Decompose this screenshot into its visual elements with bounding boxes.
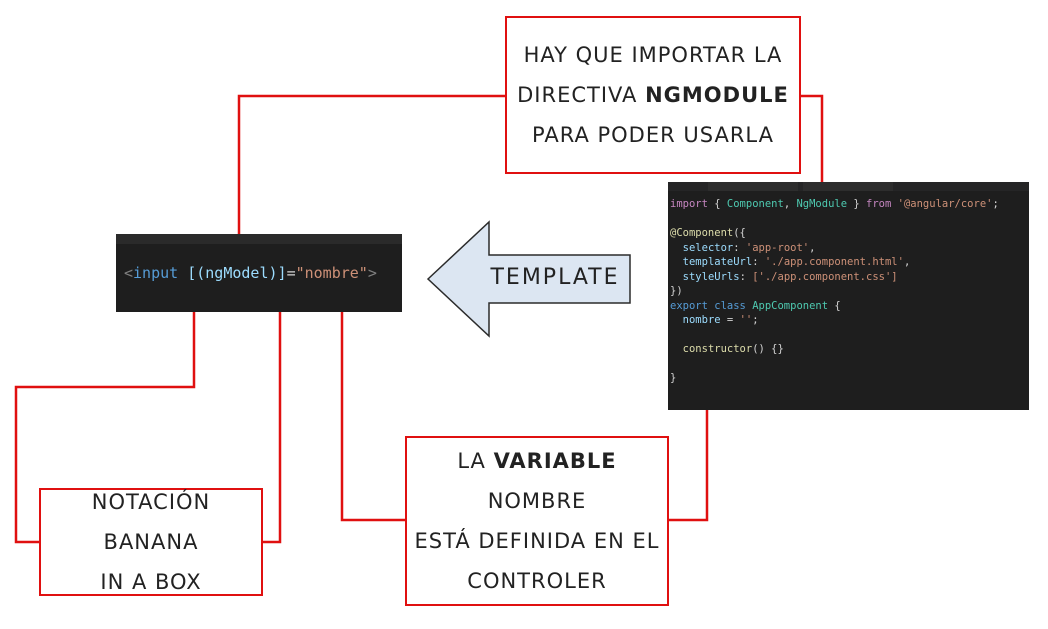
callout-bold-variable: variable [493, 449, 617, 473]
code-punct: } [670, 372, 677, 384]
template-arrow-label: Template [490, 265, 620, 290]
ngmodel-binding: [(ngModel)] [187, 264, 287, 282]
code-selector-key: selector [682, 241, 734, 254]
callout-text: la [457, 449, 494, 473]
code-punct: ({ [733, 227, 746, 239]
callout-line: la variable nombre [407, 441, 667, 521]
code-punct: }) [670, 285, 683, 297]
binding-value: "nombre" [295, 264, 368, 282]
tag-name: input [133, 264, 179, 282]
component-code-panel: import { Component, NgModule } from '@an… [668, 182, 1029, 410]
tag-close-bracket: > [367, 264, 377, 282]
callout-text: nombre [487, 489, 587, 513]
callout-text: directiva [517, 83, 646, 107]
connector-import-to-ngmodule [801, 94, 827, 195]
code-class-name: AppComponent [752, 299, 829, 312]
component-code: import { Component, NgModule } from '@an… [670, 198, 999, 384]
code-from-kw: from [866, 198, 892, 210]
callout-variable-nombre: la variable nombre está definida en el c… [405, 436, 669, 606]
code-decorator: @Component [670, 227, 734, 239]
code-import-path: '@angular/core' [897, 198, 993, 210]
callout-line: directiva NgModule [517, 75, 789, 115]
code-component-id: Component [726, 198, 784, 210]
code-styleurls-val: ['./app.component.css'] [752, 270, 898, 283]
template-arrow-shape [426, 220, 631, 338]
code-punct: } [847, 198, 867, 210]
code-punct: () {} [752, 343, 784, 355]
code-field-val: '' [739, 314, 753, 326]
callout-line: Notación banana [91, 490, 211, 554]
template-code-panel: <input [(ngModel)]="nombre"> [116, 234, 402, 312]
code-templateurl-key: templateUrl [682, 256, 753, 268]
connector-import-to-template [234, 94, 505, 257]
tag-open-bracket: < [124, 264, 134, 282]
code-selector-val: 'app-root' [745, 241, 810, 254]
code-templateurl-val: './app.component.html' [764, 256, 904, 268]
callout-line: controler [467, 569, 607, 593]
code-constructor: constructor [682, 343, 753, 355]
editor-tabstrip [668, 182, 1029, 191]
code-space [178, 264, 187, 282]
code-ngmodule-id: NgModule [796, 198, 848, 210]
connector-banana-left [14, 295, 199, 544]
callout-import-ngmodule: hay que importar la directiva NgModule p… [505, 16, 801, 174]
code-equals: = [286, 264, 296, 282]
callout-line: in a box [100, 570, 202, 594]
callout-bold-ngmodule: NgModule [645, 83, 789, 107]
code-punct: { [707, 198, 727, 210]
callout-banana-in-a-box: Notación banana in a box [39, 488, 263, 596]
connector-banana-right [263, 295, 285, 544]
connector-variable-to-template [337, 279, 405, 522]
callout-line: para poder usarla [532, 123, 774, 147]
editor-tab [803, 182, 893, 191]
code-class-kw: class [714, 299, 746, 312]
code-styleurls-key: styleUrls [682, 270, 740, 283]
code-field-name: nombre [682, 314, 721, 326]
code-punct: ; [992, 198, 999, 210]
code-punct: { [834, 299, 841, 312]
code-import-kw: import [670, 198, 708, 210]
editor-topbar [116, 234, 402, 244]
code-punct: , [783, 198, 797, 210]
callout-line: hay que importar la [523, 43, 783, 67]
editor-tab [708, 182, 798, 191]
code-export-kw: export [670, 299, 708, 312]
callout-line: está definida en el [414, 529, 660, 553]
template-code-line: <input [(ngModel)]="nombre"> [124, 264, 377, 282]
